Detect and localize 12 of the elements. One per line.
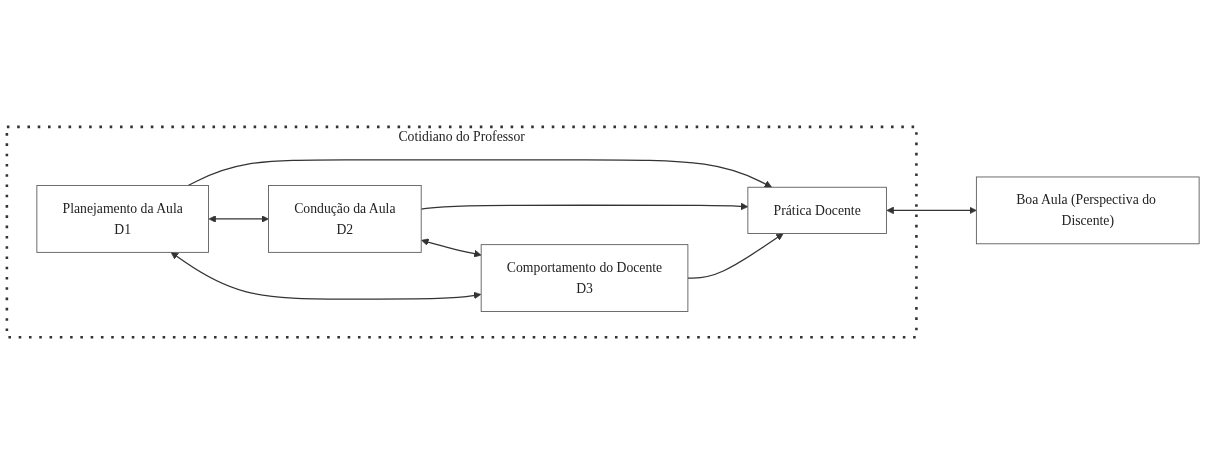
node-box: Boa Aula (Perspectiva do Discente) — [975, 177, 1200, 245]
arrow — [687, 233, 784, 280]
node-box: Planejamento da Aula D1 — [36, 185, 209, 254]
node-box: Comportamento do Docente D3 — [480, 244, 689, 313]
arrow — [208, 215, 269, 224]
node-box: Prática Docente — [747, 187, 887, 235]
node-box: Condução da Aula D2 — [268, 185, 422, 254]
arrow — [170, 252, 482, 301]
arrow — [187, 159, 773, 189]
arrow — [420, 203, 749, 211]
arrow — [886, 207, 977, 215]
arrow — [421, 238, 482, 258]
